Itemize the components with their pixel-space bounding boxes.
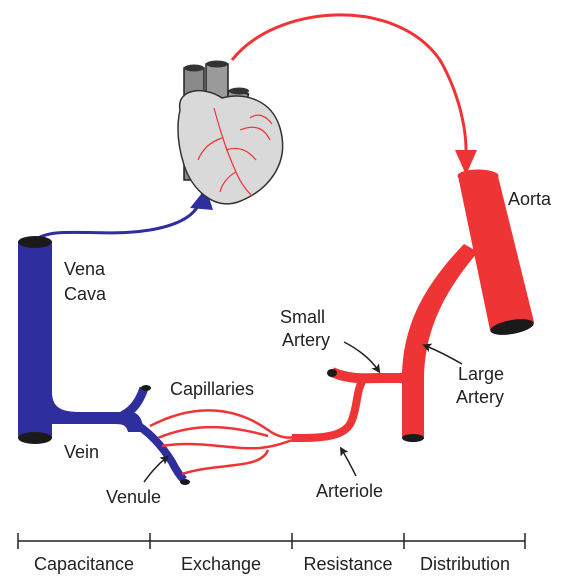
label-capillaries: Capillaries [170,379,254,399]
label-aorta: Aorta [508,189,552,209]
vena-cava-to-heart-arrow [35,192,203,240]
section-distribution: Distribution [420,554,510,574]
arteriole-vessel [292,378,364,438]
small-artery-pointer [344,342,378,370]
section-exchange: Exchange [181,554,261,574]
small-artery-vessel [332,372,408,378]
label-vena-cava-1: Vena [64,259,106,279]
label-vena-cava-2: Cava [64,284,107,304]
venule-pointer [144,458,166,482]
label-arteriole: Arteriole [316,481,383,501]
label-small-artery-1: Small [280,307,325,327]
label-venule: Venule [106,487,161,507]
large-artery-vessel [402,244,478,442]
label-vein: Vein [64,442,99,462]
heart-icon [178,61,283,204]
label-large-artery-1: Large [458,364,504,384]
arteriole-pointer [342,450,356,476]
section-resistance: Resistance [303,554,392,574]
section-capacitance: Capacitance [34,554,134,574]
large-artery-pointer [426,346,462,364]
vein-upper-branch [122,388,144,416]
section-scale [18,533,525,549]
label-large-artery-2: Artery [456,387,504,407]
label-small-artery-2: Artery [282,330,330,350]
venule-vessel [130,420,184,480]
